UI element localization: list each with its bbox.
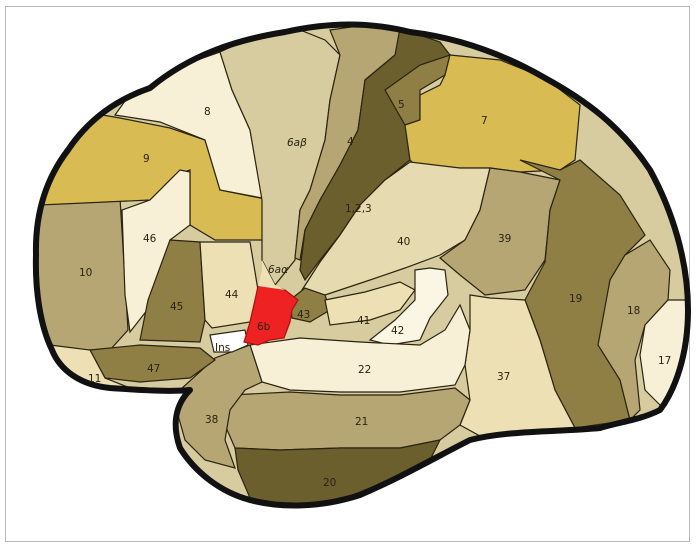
label-38: 38 [205, 414, 218, 426]
label-43: 43 [297, 309, 310, 321]
label-17: 17 [658, 355, 671, 367]
label-18: 18 [627, 305, 640, 317]
label-45: 45 [170, 301, 183, 313]
label-40: 40 [397, 236, 410, 248]
label-4: 4 [347, 136, 354, 148]
label-6a-alpha: 6aα [268, 264, 288, 276]
label-41: 41 [357, 315, 370, 327]
label-8: 8 [204, 106, 211, 118]
area-44-region [200, 242, 258, 328]
label-19: 19 [569, 293, 582, 305]
label-6a-beta: 6aβ [287, 137, 307, 149]
label-37: 37 [497, 371, 510, 383]
label-46: 46 [143, 233, 157, 245]
label-6b: 6b [257, 321, 271, 333]
label-10: 10 [79, 267, 92, 279]
area-21-region [225, 388, 470, 450]
label-1-2-3: 1,2,3 [345, 203, 372, 215]
label-5: 5 [398, 99, 405, 111]
label-11: 11 [88, 373, 101, 385]
label-42: 42 [391, 325, 404, 337]
label-9: 9 [143, 153, 150, 165]
label-ins: Ins [215, 342, 230, 354]
label-39: 39 [498, 233, 511, 245]
label-22: 22 [358, 364, 371, 376]
label-20: 20 [323, 477, 336, 489]
label-21: 21 [355, 416, 368, 428]
label-44: 44 [225, 289, 239, 301]
label-7: 7 [481, 115, 488, 127]
label-47: 47 [147, 363, 160, 375]
